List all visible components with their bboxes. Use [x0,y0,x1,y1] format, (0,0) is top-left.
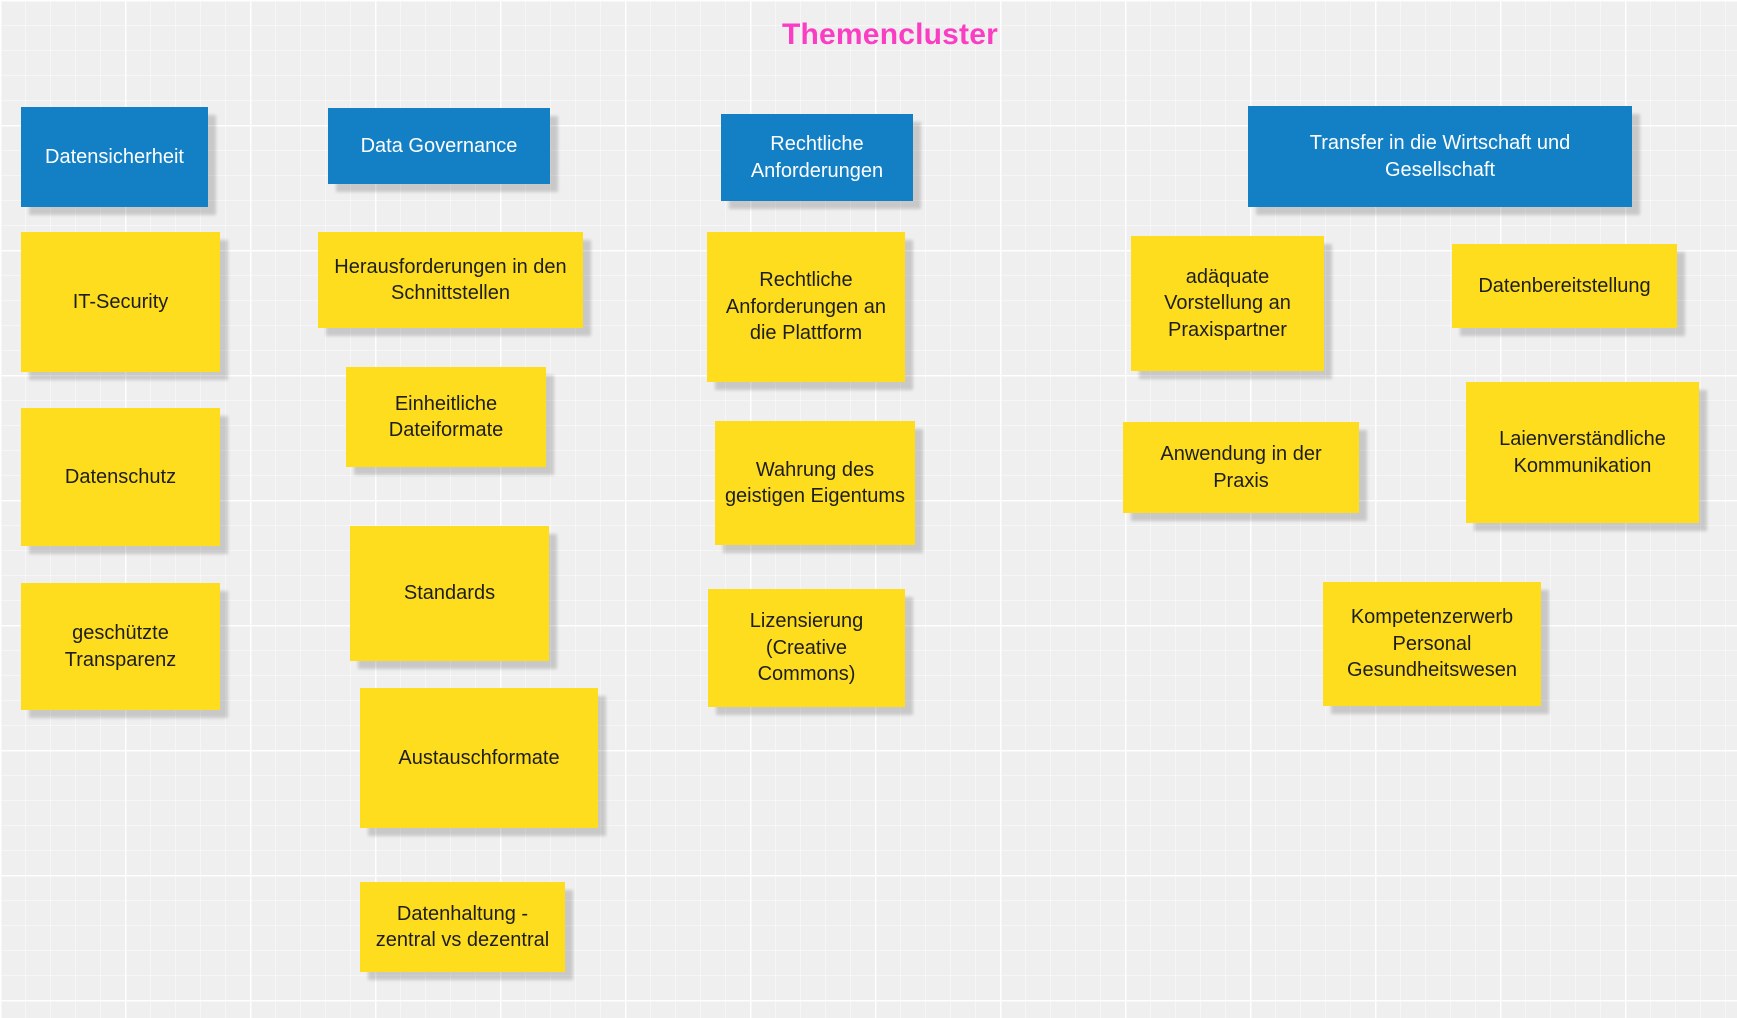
sticky-note-kompetenzerwerb-personal-gesundheitswesen[interactable]: Kompetenzerwerb Personal Gesundheitswese… [1323,582,1541,706]
sticky-note-standards[interactable]: Standards [350,526,549,661]
sticky-note-it-security[interactable]: IT-Security [21,232,220,372]
sticky-note-austauschformate[interactable]: Austauschformate [360,688,598,828]
sticky-note-laienverstaendliche-kommunikation[interactable]: Laienverständliche Kommunikation [1466,382,1699,523]
sticky-note-datenhaltung-zentral-dezentral[interactable]: Datenhaltung - zentral vs dezentral [360,882,565,972]
sticky-note-anwendung-praxis[interactable]: Anwendung in der Praxis [1123,422,1359,513]
cluster-header-datensicherheit[interactable]: Datensicherheit [21,107,208,207]
sticky-note-datenschutz[interactable]: Datenschutz [21,408,220,546]
sticky-note-adaequate-vorstellung-praxispartner[interactable]: adäquate Vorstellung an Praxispartner [1131,236,1324,371]
sticky-note-rechtliche-anforderungen-plattform[interactable]: Rechtliche Anforderungen an die Plattfor… [707,232,905,382]
cluster-header-rechtliche-anforderungen[interactable]: Rechtliche Anforderungen [721,114,913,201]
sticky-note-einheitliche-dateiformate[interactable]: Einheitliche Dateiformate [346,367,546,467]
sticky-note-lizensierung-creative-commons[interactable]: Lizensierung (Creative Commons) [708,589,905,707]
sticky-note-geschuetzte-transparenz[interactable]: geschützte Transparenz [21,583,220,710]
sticky-note-herausforderungen-schnittstellen[interactable]: Herausforderungen in den Schnittstellen [318,232,583,328]
sticky-note-wahrung-geistiges-eigentum[interactable]: Wahrung des geistigen Eigentums [715,421,915,545]
cluster-header-data-governance[interactable]: Data Governance [328,108,550,184]
sticky-note-datenbereitstellung[interactable]: Datenbereitstellung [1452,244,1677,328]
board-title[interactable]: Themencluster [782,18,998,51]
cluster-header-transfer-wirtschaft-gesellschaft[interactable]: Transfer in die Wirtschaft und Gesellsch… [1248,106,1632,207]
